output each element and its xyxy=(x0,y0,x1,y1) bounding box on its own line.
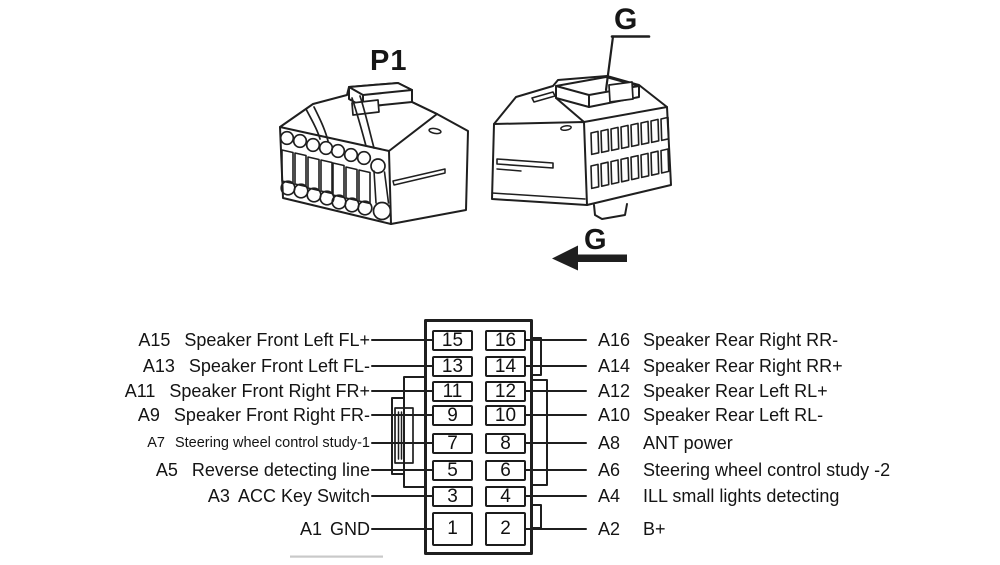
pin-desc: ILL small lights detecting xyxy=(643,486,840,506)
pin-box-2: 2 xyxy=(485,512,526,546)
pin-label-right-a8: A8 ANT power xyxy=(598,432,733,454)
pin-desc: Speaker Rear Left RL- xyxy=(643,405,824,425)
g-connector-drawing xyxy=(491,75,672,220)
pin-label-left-a9: A9 Speaker Front Right FR- xyxy=(138,404,370,426)
pin-box-8: 8 xyxy=(485,433,526,454)
pin-desc: Speaker Rear Right RR- xyxy=(643,330,839,350)
pin-desc: Speaker Front Left FL+ xyxy=(184,330,370,350)
pin-code: A2 xyxy=(598,519,621,539)
pin-label-right-a12: A12 Speaker Rear Left RL+ xyxy=(598,380,828,402)
p1-connector-label: P1 xyxy=(370,45,408,77)
pin-code: A11 xyxy=(124,381,156,401)
pin-box-9: 9 xyxy=(432,405,473,426)
pin-label-right-a14: A14 Speaker Rear Right RR+ xyxy=(598,355,843,377)
pin-desc: Speaker Rear Right RR+ xyxy=(643,356,843,376)
pin-code: A16 xyxy=(598,330,631,350)
pin-box-12: 12 xyxy=(485,381,526,402)
pin-box-13: 13 xyxy=(432,356,473,377)
g-callout-label: G xyxy=(614,3,638,36)
pin-desc: GND xyxy=(330,519,370,539)
pin-label-left-a11: A11 Speaker Front Right FR+ xyxy=(125,380,370,402)
pin-code: A14 xyxy=(598,356,631,376)
pin-label-right-a6: A6 Steering wheel control study -2 xyxy=(598,459,890,481)
scan-artifact-line xyxy=(290,555,383,558)
pin-box-14: 14 xyxy=(485,356,526,377)
pin-code: A12 xyxy=(598,381,631,401)
pin-code: A10 xyxy=(598,405,631,425)
pin-code: A1 xyxy=(299,519,322,539)
pin-desc: Speaker Front Right FR+ xyxy=(169,381,370,401)
pin-box-4: 4 xyxy=(485,486,526,507)
pin-desc: Steering wheel control study-1 xyxy=(174,435,370,451)
p1-connector-drawing xyxy=(279,82,469,225)
pin-desc: B+ xyxy=(643,519,666,539)
pin-label-right-a16: A16 Speaker Rear Right RR- xyxy=(598,329,838,351)
pin-box-3: 3 xyxy=(432,486,473,507)
connector-front-view-outline xyxy=(371,319,587,555)
pin-label-right-a10: A10 Speaker Rear Left RL- xyxy=(598,404,823,426)
pin-code: A5 xyxy=(155,460,178,480)
leader-lines-right xyxy=(519,339,587,530)
pin-desc: Speaker Front Right FR- xyxy=(173,405,370,425)
pin-code: A4 xyxy=(598,486,621,506)
pin-box-10: 10 xyxy=(485,405,526,426)
g-callout-pointer xyxy=(604,35,651,92)
pin-label-left-a5: A5 Reverse detecting line xyxy=(156,459,370,481)
pin-box-7: 7 xyxy=(432,433,473,454)
pin-code: A3 xyxy=(207,486,230,506)
pin-label-right-a4: A4 ILL small lights detecting xyxy=(598,485,839,507)
pin-code: A15 xyxy=(138,330,171,350)
pin-code: A6 xyxy=(598,460,621,480)
pin-desc: Steering wheel control study -2 xyxy=(643,460,891,480)
pin-desc: Speaker Front Left FL- xyxy=(188,356,370,376)
pin-label-right-a2: A2 B+ xyxy=(598,518,666,540)
pin-box-11: 11 xyxy=(432,381,473,402)
pin-box-15: 15 xyxy=(432,330,473,351)
pin-box-6: 6 xyxy=(485,460,526,481)
pin-desc: ACC Key Switch xyxy=(237,486,370,506)
pin-desc: Reverse detecting line xyxy=(191,460,370,480)
pin-code: A13 xyxy=(142,356,175,376)
pin-label-left-a7: A7 Steering wheel control study-1 xyxy=(147,432,370,454)
pin-desc: Speaker Rear Left RL+ xyxy=(643,381,828,401)
pin-code: A7 xyxy=(147,435,165,451)
pin-label-left-a3: A3 ACC Key Switch xyxy=(208,485,370,507)
pin-code: A9 xyxy=(137,405,160,425)
leader-lines-left xyxy=(371,339,438,530)
direction-arrow-left-icon xyxy=(552,245,627,271)
pin-label-left-a13: A13 Speaker Front Left FL- xyxy=(143,355,370,377)
pin-desc: ANT power xyxy=(643,433,733,453)
pin-label-left-a1: A1 GND xyxy=(300,518,370,540)
pin-label-left-a15: A15 Speaker Front Left FL+ xyxy=(138,329,370,351)
g-direction-label: G xyxy=(584,224,607,256)
pin-box-5: 5 xyxy=(432,460,473,481)
pin-box-1: 1 xyxy=(432,512,473,546)
pin-code: A8 xyxy=(598,433,621,453)
pin-box-16: 16 xyxy=(485,330,526,351)
